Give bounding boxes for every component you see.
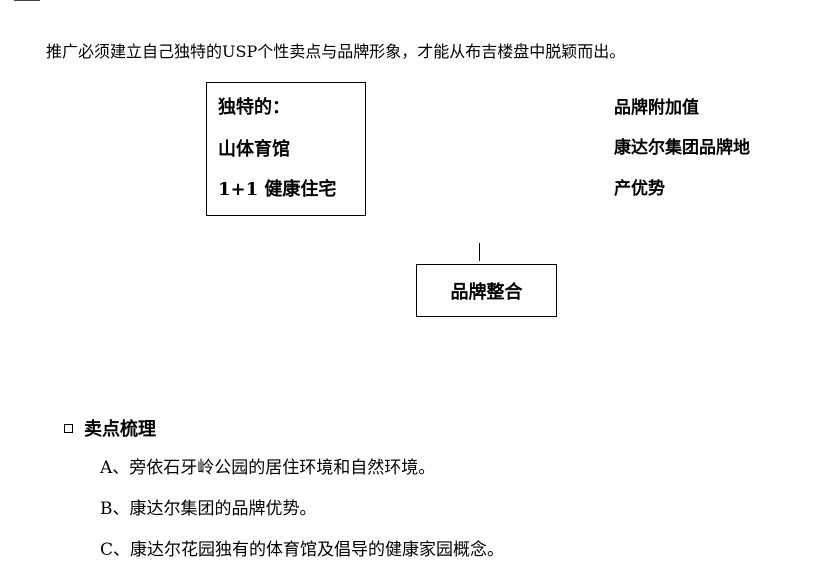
brand-integration-box: 品牌整合	[416, 264, 557, 317]
square-bullet-icon	[64, 423, 73, 433]
selling-point-item-b: B、康达尔集团的品牌优势。	[100, 499, 317, 519]
connector-line	[479, 243, 480, 261]
brand-value-line-2: 康达尔集团品牌地	[614, 138, 750, 158]
selling-points-title: 卖点梳理	[84, 419, 156, 440]
top-rule	[14, 0, 40, 1]
brand-value-line-3: 产优势	[614, 179, 665, 199]
usp-heading: 独特的：	[218, 97, 290, 118]
usp-item-gymnasium: 山体育馆	[218, 139, 290, 160]
usp-item-healthy-housing: 1+1 健康住宅	[218, 179, 337, 200]
selling-point-item-a: A、旁依石牙岭公园的居住环境和自然环境。	[100, 458, 436, 478]
intro-paragraph: 推广必须建立自己独特的USP个性卖点与品牌形象，才能从布吉楼盘中脱颖而出。	[46, 42, 626, 61]
selling-points-heading: 卖点梳理	[64, 414, 156, 442]
brand-integration-label: 品牌整合	[450, 281, 523, 303]
usp-box: 独特的： 山体育馆 1+1 健康住宅	[206, 82, 366, 216]
selling-point-item-c: C、康达尔花园独有的体育馆及倡导的健康家园概念。	[100, 540, 505, 560]
brand-value-line-1: 品牌附加值	[614, 98, 699, 118]
